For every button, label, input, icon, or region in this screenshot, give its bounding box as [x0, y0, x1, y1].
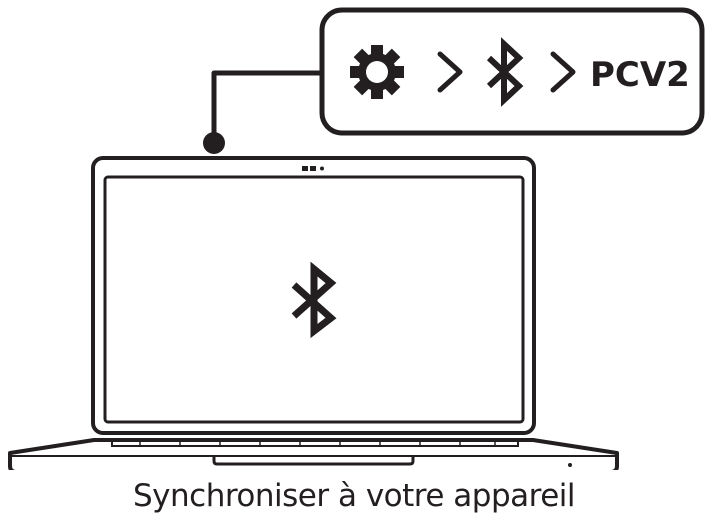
chevron-right-icon: [550, 51, 576, 93]
indicator-light: [568, 463, 572, 467]
gear-icon: [350, 45, 404, 99]
chevron-right-icon: [437, 51, 463, 93]
device-name-label: PCV2: [590, 55, 690, 95]
settings-callout: PCV2: [319, 7, 705, 136]
camera-icon: [302, 166, 324, 171]
laptop: [8, 156, 619, 470]
bluetooth-icon: [291, 261, 337, 339]
pairing-caption: Synchroniser à votre appareil: [133, 478, 576, 514]
laptop-notch: [212, 456, 415, 466]
pairing-diagram: PCV2: [8, 7, 705, 470]
callout-connector: [203, 70, 322, 154]
laptop-keyboard: [111, 440, 519, 447]
bluetooth-icon: [486, 37, 524, 107]
